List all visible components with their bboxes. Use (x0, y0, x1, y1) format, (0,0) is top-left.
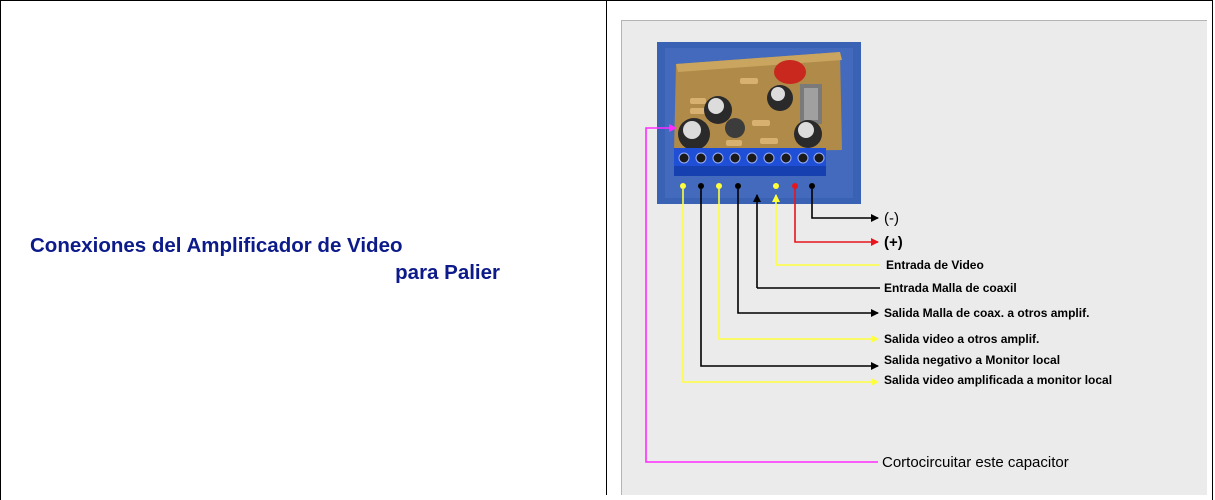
wire-neg (811, 189, 879, 222)
wire-capacitor (645, 124, 878, 463)
label-neg-monitor: Salida negativo a Monitor local (884, 353, 1060, 367)
wire-neg-monitor (700, 189, 879, 370)
title-line-1: Conexiones del Amplificador de Video (30, 234, 403, 257)
label-video-in: Entrada de Video (886, 258, 984, 272)
cell-divider (606, 0, 607, 495)
label-video-out-amps: Salida video a otros amplif. (884, 332, 1039, 346)
wire-coax-mesh-out (737, 189, 879, 317)
label-coax-mesh-out: Salida Malla de coax. a otros amplif. (884, 306, 1089, 320)
circuit-board-image (657, 42, 861, 204)
wire-video-out-amps (718, 189, 879, 343)
label-neg: (-) (884, 210, 899, 227)
wire-pos (794, 189, 879, 246)
wire-video-out-monitor (682, 189, 879, 386)
label-pos: (+) (884, 234, 903, 251)
label-coax-mesh-in: Entrada Malla de coaxil (884, 281, 1017, 295)
label-capacitor: Cortocircuitar este capacitor (882, 454, 1069, 471)
title-line-2: para Palier (395, 261, 500, 284)
page-title: Conexiones del Amplificador de Video par… (30, 232, 500, 286)
label-video-out-monitor: Salida video amplificada a monitor local (884, 373, 1112, 387)
